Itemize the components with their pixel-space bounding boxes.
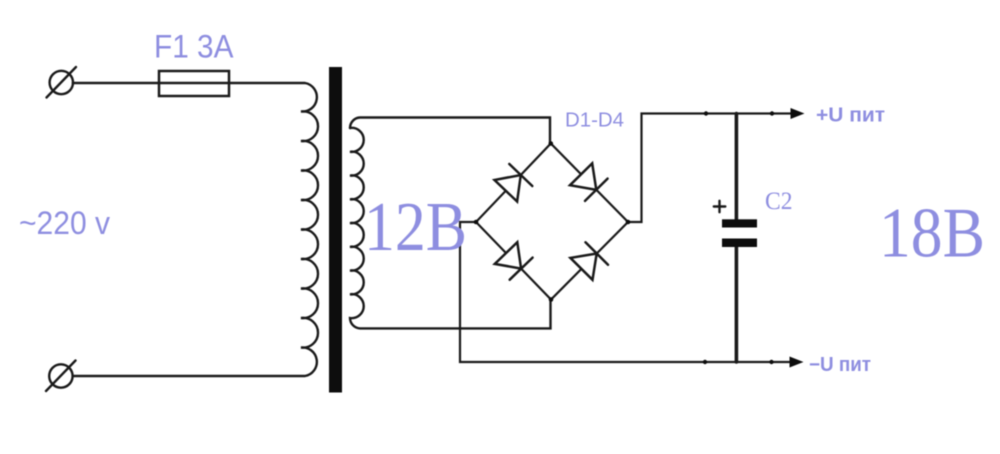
svg-text:F1 3A: F1 3A — [154, 29, 234, 65]
svg-text:12В: 12В — [364, 189, 467, 266]
svg-text:+U пит: +U пит — [816, 104, 885, 126]
svg-text:D1-D4: D1-D4 — [565, 109, 624, 131]
svg-text:18В: 18В — [879, 194, 985, 272]
svg-text:C2: C2 — [765, 188, 793, 215]
svg-text:~220 v: ~220 v — [19, 205, 110, 241]
svg-text:−U пит: −U пит — [809, 354, 871, 376]
